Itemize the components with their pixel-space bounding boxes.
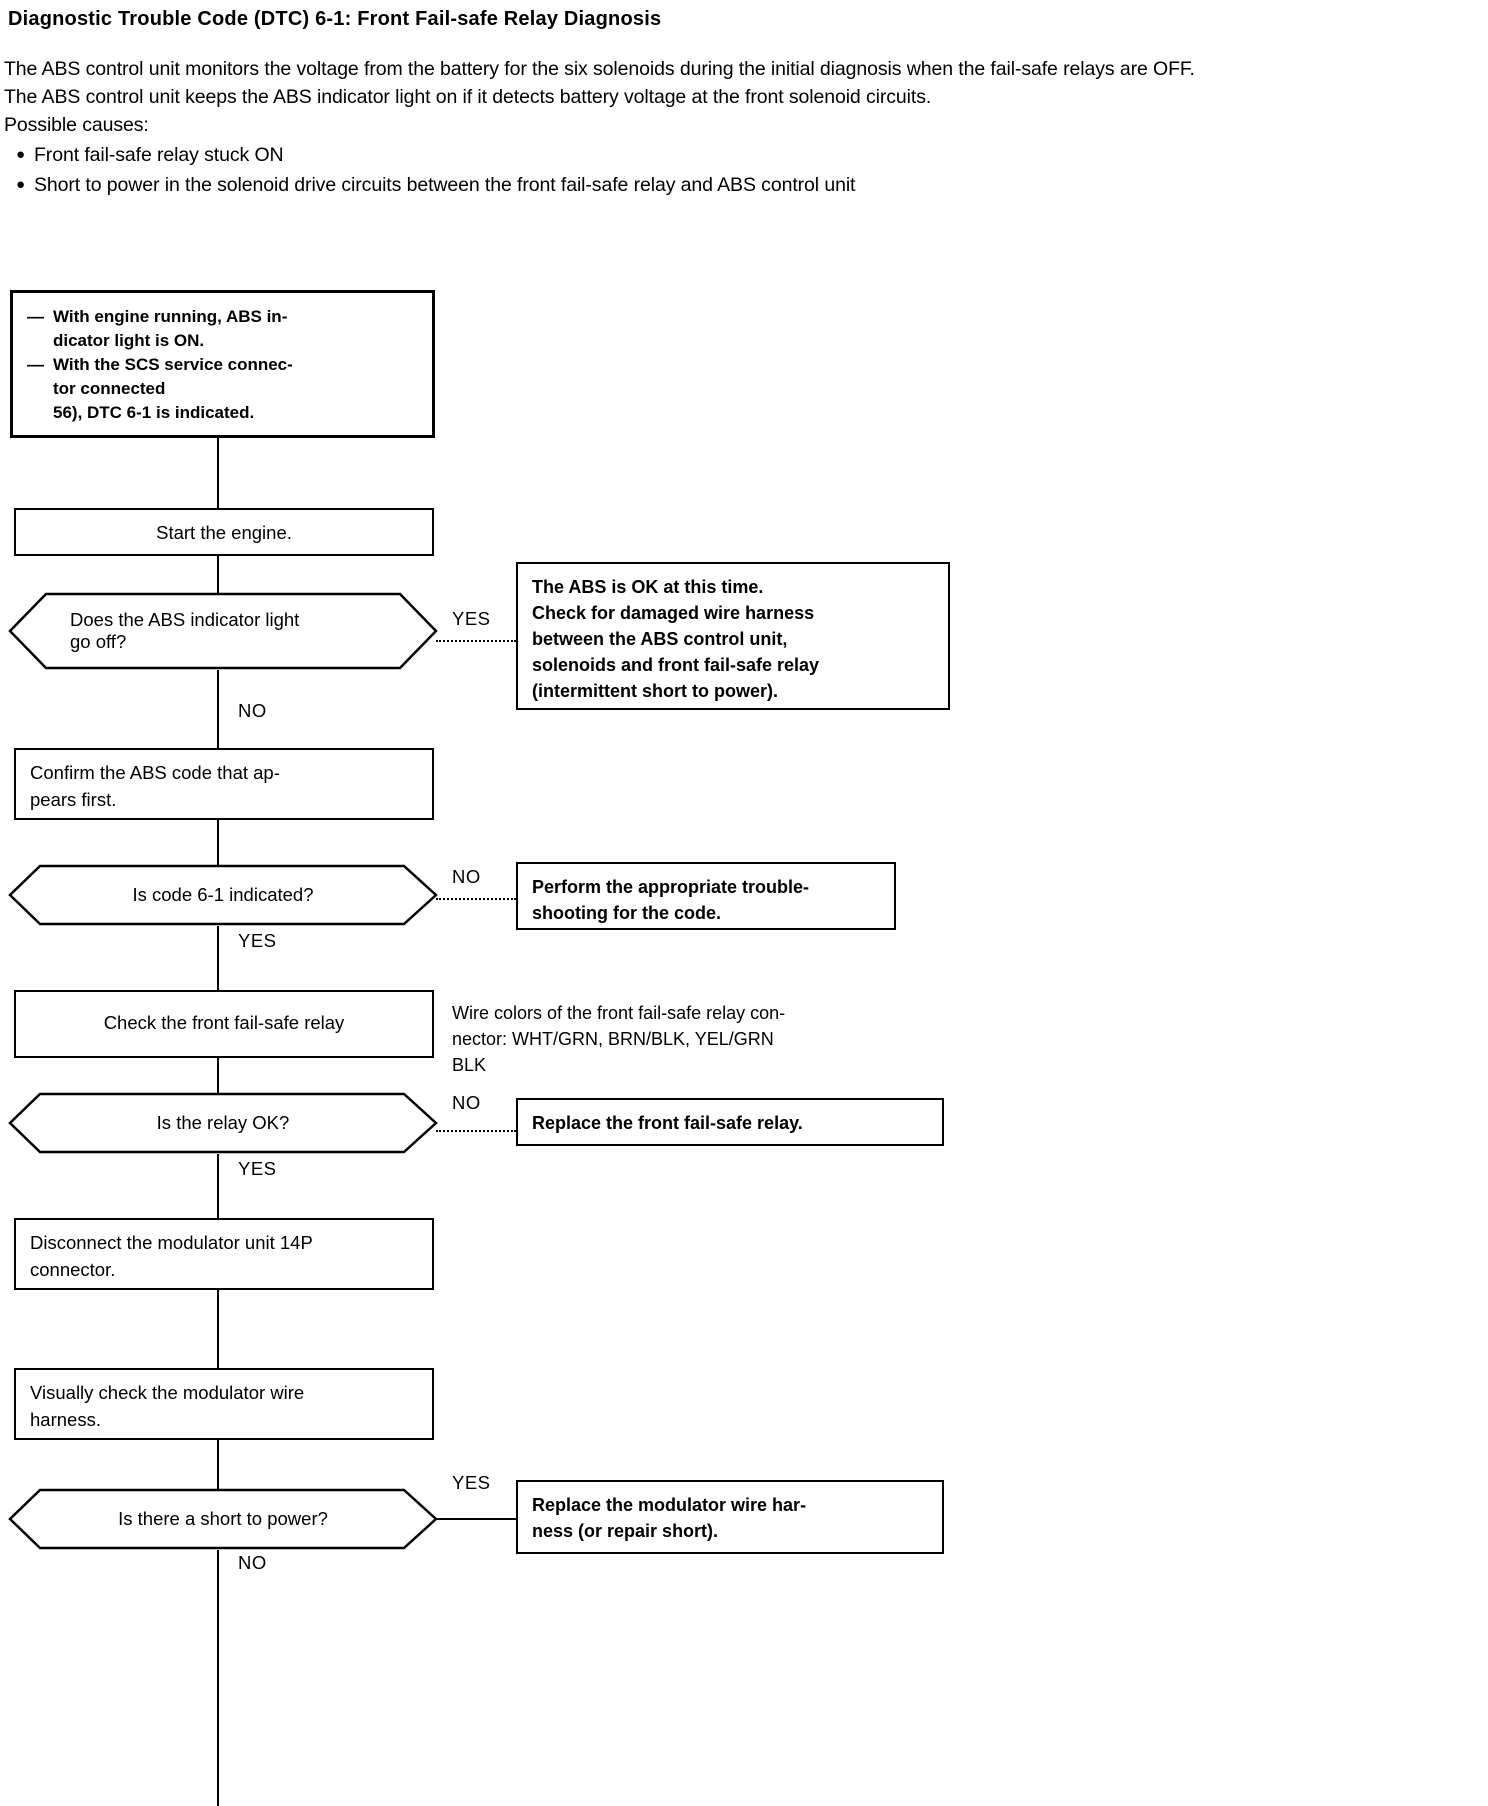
- result-replace-relay: Replace the front fail-safe relay.: [516, 1098, 944, 1146]
- precondition-text: With the SCS service connec- tor connect…: [53, 355, 293, 422]
- precondition-text: With engine running, ABS in- dicator lig…: [53, 307, 288, 350]
- decision-short-to-power: Is there a short to power?: [8, 1488, 438, 1550]
- step-start-engine: Start the engine.: [14, 508, 434, 556]
- result-abs-ok: The ABS is OK at this time. Check for da…: [516, 562, 950, 710]
- possible-causes-label: Possible causes:: [4, 114, 149, 136]
- intro-text-block: The ABS control unit monitors the voltag…: [4, 55, 1484, 199]
- connector-dotted: [436, 898, 516, 900]
- branch-label-no: NO: [452, 1092, 481, 1113]
- branch-label-yes: YES: [238, 930, 277, 951]
- connector-dotted: [436, 1130, 516, 1132]
- branch-label-no: NO: [238, 1552, 267, 1573]
- branch-label-no: NO: [238, 700, 267, 721]
- connector-line: [217, 1058, 219, 1120]
- precondition-item: — With engine running, ABS in- dicator l…: [27, 305, 422, 353]
- decision-label: Is the relay OK?: [156, 1112, 290, 1133]
- connector-line: [217, 820, 219, 892]
- list-item: ● Front fail-safe relay stuck ON: [4, 141, 1484, 169]
- decision-relay-ok: Is the relay OK?: [8, 1092, 438, 1154]
- branch-label-yes: YES: [452, 1472, 491, 1493]
- dash-icon: —: [27, 355, 44, 374]
- connector-line: [217, 438, 219, 508]
- decision-code-6-1: Is code 6-1 indicated?: [8, 864, 438, 926]
- hexagon-shape: [8, 592, 438, 670]
- step-confirm-code: Confirm the ABS code that ap- pears firs…: [14, 748, 434, 820]
- hexagon-shape: [8, 1488, 438, 1550]
- decision-label: Does the ABS indicator light go off?: [70, 609, 300, 652]
- branch-label-no: NO: [452, 866, 481, 887]
- decision-label: Is there a short to power?: [118, 1508, 328, 1529]
- precondition-item: — With the SCS service connec- tor conne…: [27, 353, 422, 425]
- bullet-icon: ●: [16, 176, 25, 193]
- connector-line: [217, 1154, 219, 1218]
- decision-label: Is code 6-1 indicated?: [132, 884, 314, 905]
- result-perform-troubleshooting: Perform the appropriate trouble- shootin…: [516, 862, 896, 930]
- dash-icon: —: [27, 307, 44, 326]
- branch-label-yes: YES: [238, 1158, 277, 1179]
- connector-line: [436, 1518, 518, 1520]
- list-item: ● Short to power in the solenoid drive c…: [4, 171, 1484, 199]
- connector-line: [217, 556, 219, 624]
- hexagon-shape: [8, 864, 438, 926]
- note-wire-colors: Wire colors of the front fail-safe relay…: [452, 1003, 786, 1075]
- step-disconnect-modulator: Disconnect the modulator unit 14P connec…: [14, 1218, 434, 1290]
- cause-text: Front fail-safe relay stuck ON: [34, 144, 284, 166]
- bullet-icon: ●: [16, 146, 25, 163]
- connector-line: [217, 1440, 219, 1516]
- precondition-box: — With engine running, ABS in- dicator l…: [10, 290, 435, 438]
- connector-line: [217, 670, 219, 748]
- intro-paragraph-1: The ABS control unit monitors the voltag…: [4, 58, 1195, 80]
- intro-paragraph-2: The ABS control unit keeps the ABS indic…: [4, 86, 932, 108]
- step-check-relay: Check the front fail-safe relay: [14, 990, 434, 1058]
- branch-label-yes: YES: [452, 608, 491, 629]
- connector-line-continues: [217, 1550, 219, 1806]
- step-visual-check: Visually check the modulator wire harnes…: [14, 1368, 434, 1440]
- connector-line: [217, 1290, 219, 1368]
- result-replace-harness: Replace the modulator wire har- ness (or…: [516, 1480, 944, 1554]
- decision-abs-light-off: Does the ABS indicator light go off?: [8, 592, 438, 670]
- cause-text: Short to power in the solenoid drive cir…: [34, 174, 856, 196]
- hexagon-shape: [8, 1092, 438, 1154]
- connector-dotted: [436, 640, 516, 642]
- connector-line: [217, 926, 219, 990]
- page-title: Diagnostic Trouble Code (DTC) 6-1: Front…: [8, 8, 662, 30]
